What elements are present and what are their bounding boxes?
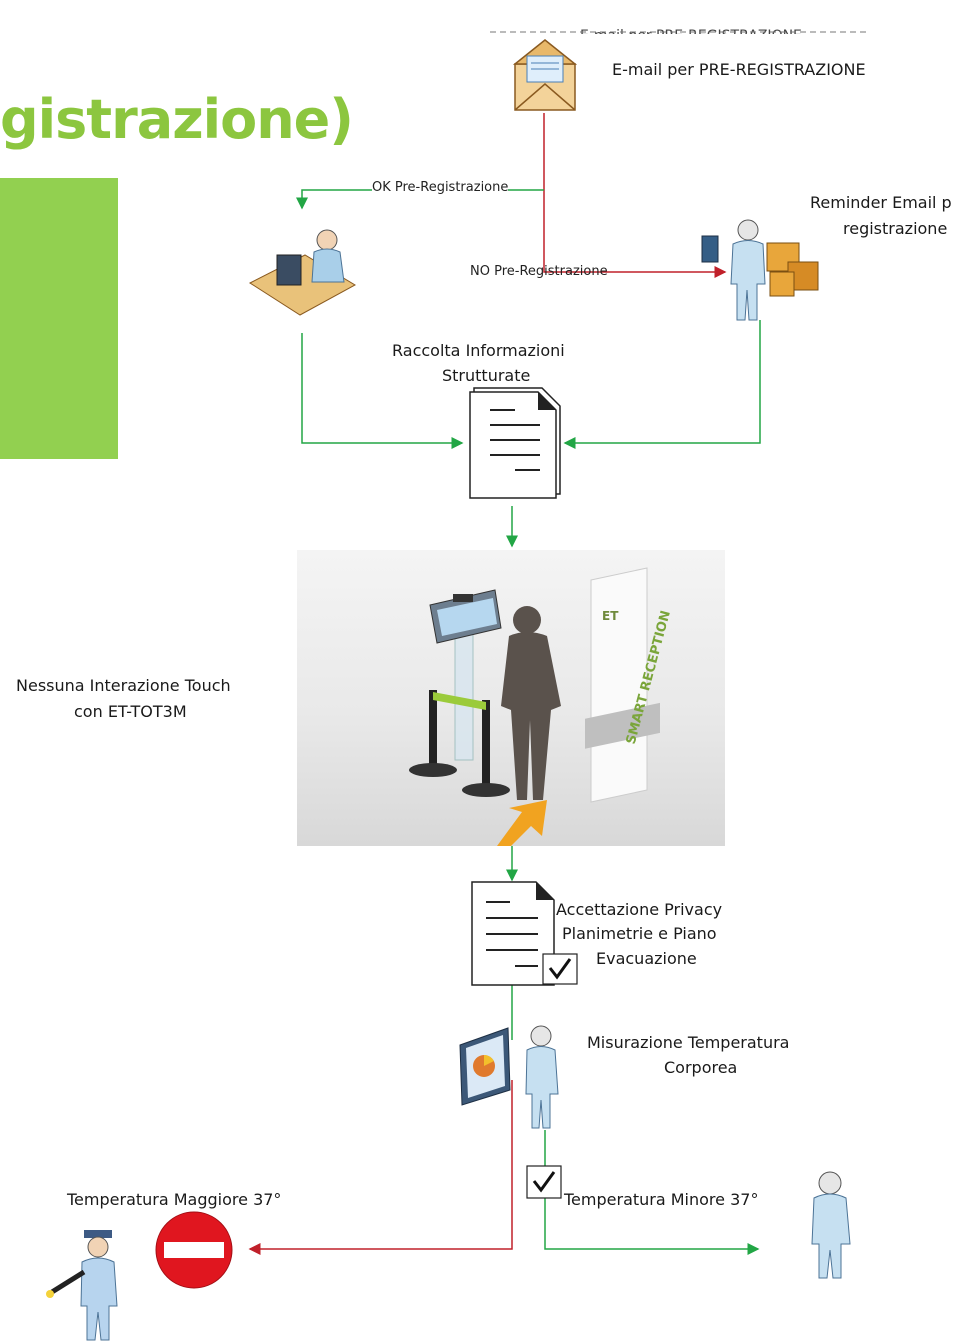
right-to-doc-connector: [563, 320, 761, 449]
temp-maggiore-label: Temperatura Maggiore 37°: [67, 1190, 282, 1209]
left-to-doc-connector: [301, 333, 464, 449]
privacy-document-icon: [471, 881, 555, 986]
smart-reception-photo: ET SMART RECEPTION: [297, 550, 725, 846]
checkbox-privacy-icon: [542, 953, 578, 985]
banner-logo: ET: [602, 609, 619, 623]
ok-pre-label: OK Pre-Registrazione: [372, 180, 509, 195]
security-guard-icon: [46, 1230, 118, 1341]
nessuna-label-line1: Nessuna Interazione Touch: [16, 676, 231, 695]
no-entry-sign-icon: [155, 1211, 233, 1289]
temp-maggiore-connector: [248, 1080, 513, 1255]
temp-minore-label: Temperatura Minore 37°: [564, 1190, 759, 1209]
email-envelope-icon: [512, 39, 578, 111]
raccolta-label-line1: Raccolta Informazioni: [392, 341, 565, 360]
misurazione-label-line1: Misurazione Temperatura: [587, 1033, 790, 1052]
cut-top-label: E-mail per PRE-REGISTRAZIONE: [580, 22, 802, 34]
no-pre-connector: [543, 113, 727, 278]
email-label: E-mail per PRE-REGISTRAZIONE: [612, 60, 866, 79]
temperature-panel-person-icon: [459, 1025, 559, 1129]
raccolta-label-line2: Strutturate: [442, 366, 531, 385]
standing-person-icon: [811, 1171, 851, 1279]
privacy-label-line3: Evacuazione: [596, 949, 697, 968]
checkbox-temp-minore-icon: [526, 1165, 562, 1199]
reminder-label-line1: Reminder Email p: [810, 193, 952, 212]
person-at-desk-icon: [248, 229, 357, 316]
nessuna-label-line2: con ET-TOT3M: [74, 702, 187, 721]
misurazione-label-line2: Corporea: [664, 1058, 738, 1077]
reminder-label-line2: registrazione: [843, 219, 948, 238]
page-title: gistrazione): [0, 88, 354, 151]
document-icon: [469, 387, 561, 499]
green-side-block: [0, 178, 118, 459]
privacy-label-line2: Planimetrie e Piano: [562, 924, 717, 943]
privacy-label-line1: Accettazione Privacy: [556, 900, 723, 919]
person-with-boxes-icon: [701, 219, 819, 321]
no-pre-label: NO Pre-Registrazione: [470, 264, 608, 279]
